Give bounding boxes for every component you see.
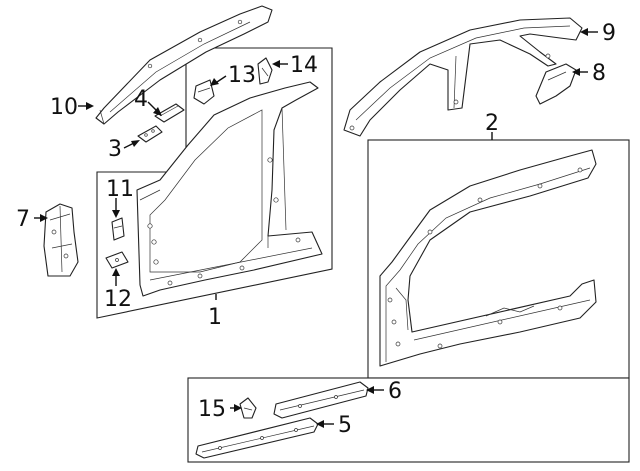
part-11-clip <box>111 217 125 241</box>
part-13-gusset <box>193 79 215 105</box>
callout-13: 13 <box>228 63 256 88</box>
part-12-plate <box>105 251 129 269</box>
part-3-plate <box>137 125 163 143</box>
callout-12: 12 <box>104 287 132 312</box>
part-4-bracket <box>154 103 185 123</box>
callout-5: 5 <box>338 413 352 438</box>
callout-11-arrowhead <box>112 210 120 218</box>
callout-15: 15 <box>198 397 226 422</box>
callout-14: 14 <box>290 53 318 78</box>
callout-8-arrowhead <box>572 68 580 76</box>
part-6-rocker-reinforcement <box>273 381 369 419</box>
callout-14-arrowhead <box>272 60 280 68</box>
callout-15-arrowhead <box>234 404 242 412</box>
part-7-pillar-bracket <box>43 203 79 277</box>
part-14-brace <box>257 57 273 85</box>
callout-3: 3 <box>108 137 122 162</box>
callout-6-arrowhead <box>366 386 374 394</box>
callout-13-arrowhead <box>210 78 219 86</box>
callout-7-arrowhead <box>40 214 48 222</box>
callout-10: 10 <box>50 95 78 120</box>
callout-7: 7 <box>16 207 30 232</box>
callout-11: 11 <box>106 177 134 202</box>
callout-4: 4 <box>134 87 148 112</box>
callout-2: 2 <box>485 111 499 136</box>
part-1-inner-body-side <box>136 81 323 297</box>
part-5-rocker-panel <box>195 417 319 459</box>
callout-9: 9 <box>602 21 616 46</box>
part-10-pillar-reinforcement <box>95 5 273 125</box>
callout-9-arrowhead <box>580 28 588 36</box>
callout-4-arrowhead <box>153 107 162 116</box>
callout-3-arrowhead <box>131 140 140 147</box>
callout-8: 8 <box>592 61 606 86</box>
part-9-roof-rail <box>343 17 583 137</box>
callout-10-arrowhead <box>86 102 94 110</box>
callout-12-arrowhead <box>112 268 120 276</box>
callout-6: 6 <box>388 379 402 404</box>
part-15-bracket <box>239 397 257 419</box>
rocker-parts-box <box>187 377 630 463</box>
callout-5-arrowhead <box>316 420 324 428</box>
callout-1: 1 <box>208 305 222 330</box>
part-2-outer-body-side <box>379 149 597 367</box>
part-8-pillar-piece <box>535 63 577 105</box>
